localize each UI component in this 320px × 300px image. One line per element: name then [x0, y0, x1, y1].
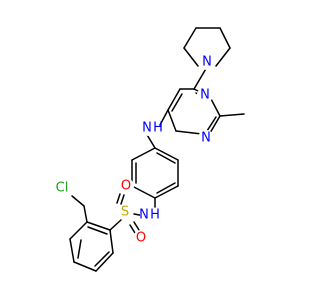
pyrrolidine-nitrogen: N: [202, 55, 212, 70]
bond: [183, 27, 197, 49]
sulfonyl-group: [109, 193, 140, 234]
bond: [167, 88, 181, 111]
bond: [73, 261, 97, 272]
label-backdrop: [133, 230, 149, 246]
atom-labels: N N N N H N H S O O Cl: [52, 54, 215, 246]
label-backdrop: [199, 54, 215, 70]
bond: [171, 93, 183, 112]
chlorine-bond: [83, 205, 88, 223]
bond: [109, 229, 114, 254]
chlorine-atom: Cl: [56, 181, 69, 196]
bond: [154, 147, 179, 161]
label-backdrop: [197, 87, 213, 103]
bond: [87, 226, 108, 235]
label-backdrop: [141, 120, 157, 136]
bond: [156, 152, 176, 164]
label-backdrop: [140, 207, 156, 223]
bond: [77, 239, 82, 259]
bond: [94, 251, 110, 267]
methyl-bond: [219, 113, 245, 117]
chlorine-bond: [71, 195, 85, 207]
amine-hydrogen-lower: H: [150, 208, 160, 223]
bond: [116, 193, 121, 204]
oxygen-atom-upper: O: [121, 179, 131, 194]
bond: [175, 130, 203, 135]
bond: [183, 47, 199, 67]
amine-nitrogen-upper: N: [142, 121, 152, 136]
amine-hydrogen-upper: H: [153, 121, 163, 136]
amine-nitrogen-lower: N: [139, 208, 149, 223]
label-backdrop: [118, 178, 134, 194]
label-backdrop: [52, 178, 72, 198]
central-phenyl-ring: [131, 147, 179, 199]
bond: [206, 116, 217, 132]
bond: [209, 96, 221, 117]
oxygen-atom-lower: O: [136, 231, 146, 246]
bond: [129, 224, 136, 234]
chlorophenyl-ring: [69, 195, 114, 272]
bond: [131, 185, 156, 199]
bond: [167, 109, 177, 132]
bond: [159, 109, 169, 126]
pyrimidine-nitrogen-lower: N: [201, 131, 211, 146]
pyrimidine-nitrogen-upper: N: [200, 88, 210, 103]
bond: [215, 47, 231, 67]
bond: [120, 194, 125, 205]
bond: [69, 221, 88, 240]
bond: [69, 238, 75, 263]
bond: [154, 185, 179, 199]
pyrimidine-ring: [167, 66, 245, 135]
bond: [219, 27, 231, 49]
bond: [95, 252, 114, 272]
structure-canvas: N N N N H N H S O O Cl: [52, 27, 245, 272]
molecule-structure-diagram: N N N N H N H S O O Cl: [52, 27, 245, 272]
bond: [193, 66, 208, 90]
bond: [131, 147, 156, 161]
sulfur-atom: S: [121, 205, 129, 220]
bond: [86, 221, 111, 231]
pyrrolidine-ring: [183, 27, 231, 67]
bond: [109, 219, 122, 231]
bond: [133, 221, 140, 231]
label-backdrop: [117, 204, 133, 220]
bond: [156, 182, 176, 194]
label-backdrop: [198, 130, 214, 146]
bond: [209, 115, 221, 134]
